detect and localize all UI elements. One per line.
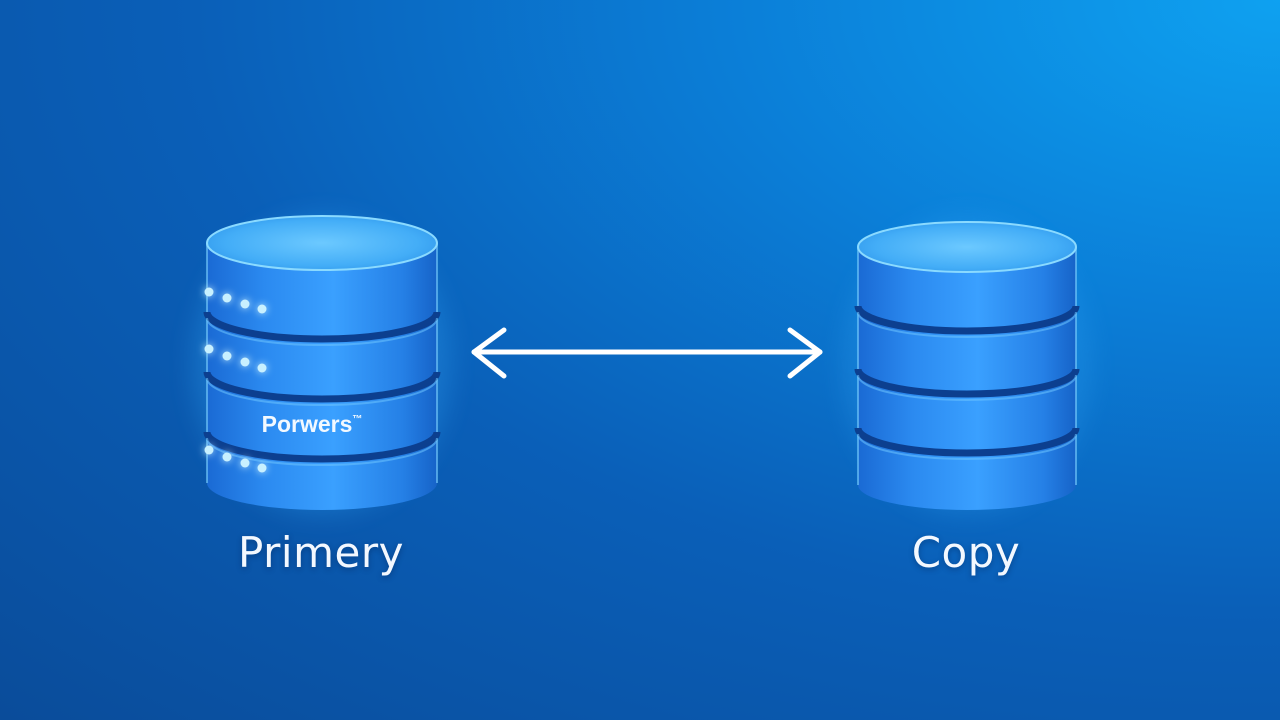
copy-database-icon [842,215,1092,515]
copy-caption: Copy [911,528,1021,577]
bidirectional-arrow-icon [471,327,823,379]
primary-database-icon: Porwers™ [192,215,452,515]
copy-bands [854,305,1080,457]
primary-caption: Primery [238,528,404,577]
status-lights [204,287,267,473]
primary-db-label: Porwers™ [262,411,363,437]
primary-bands [203,311,441,463]
